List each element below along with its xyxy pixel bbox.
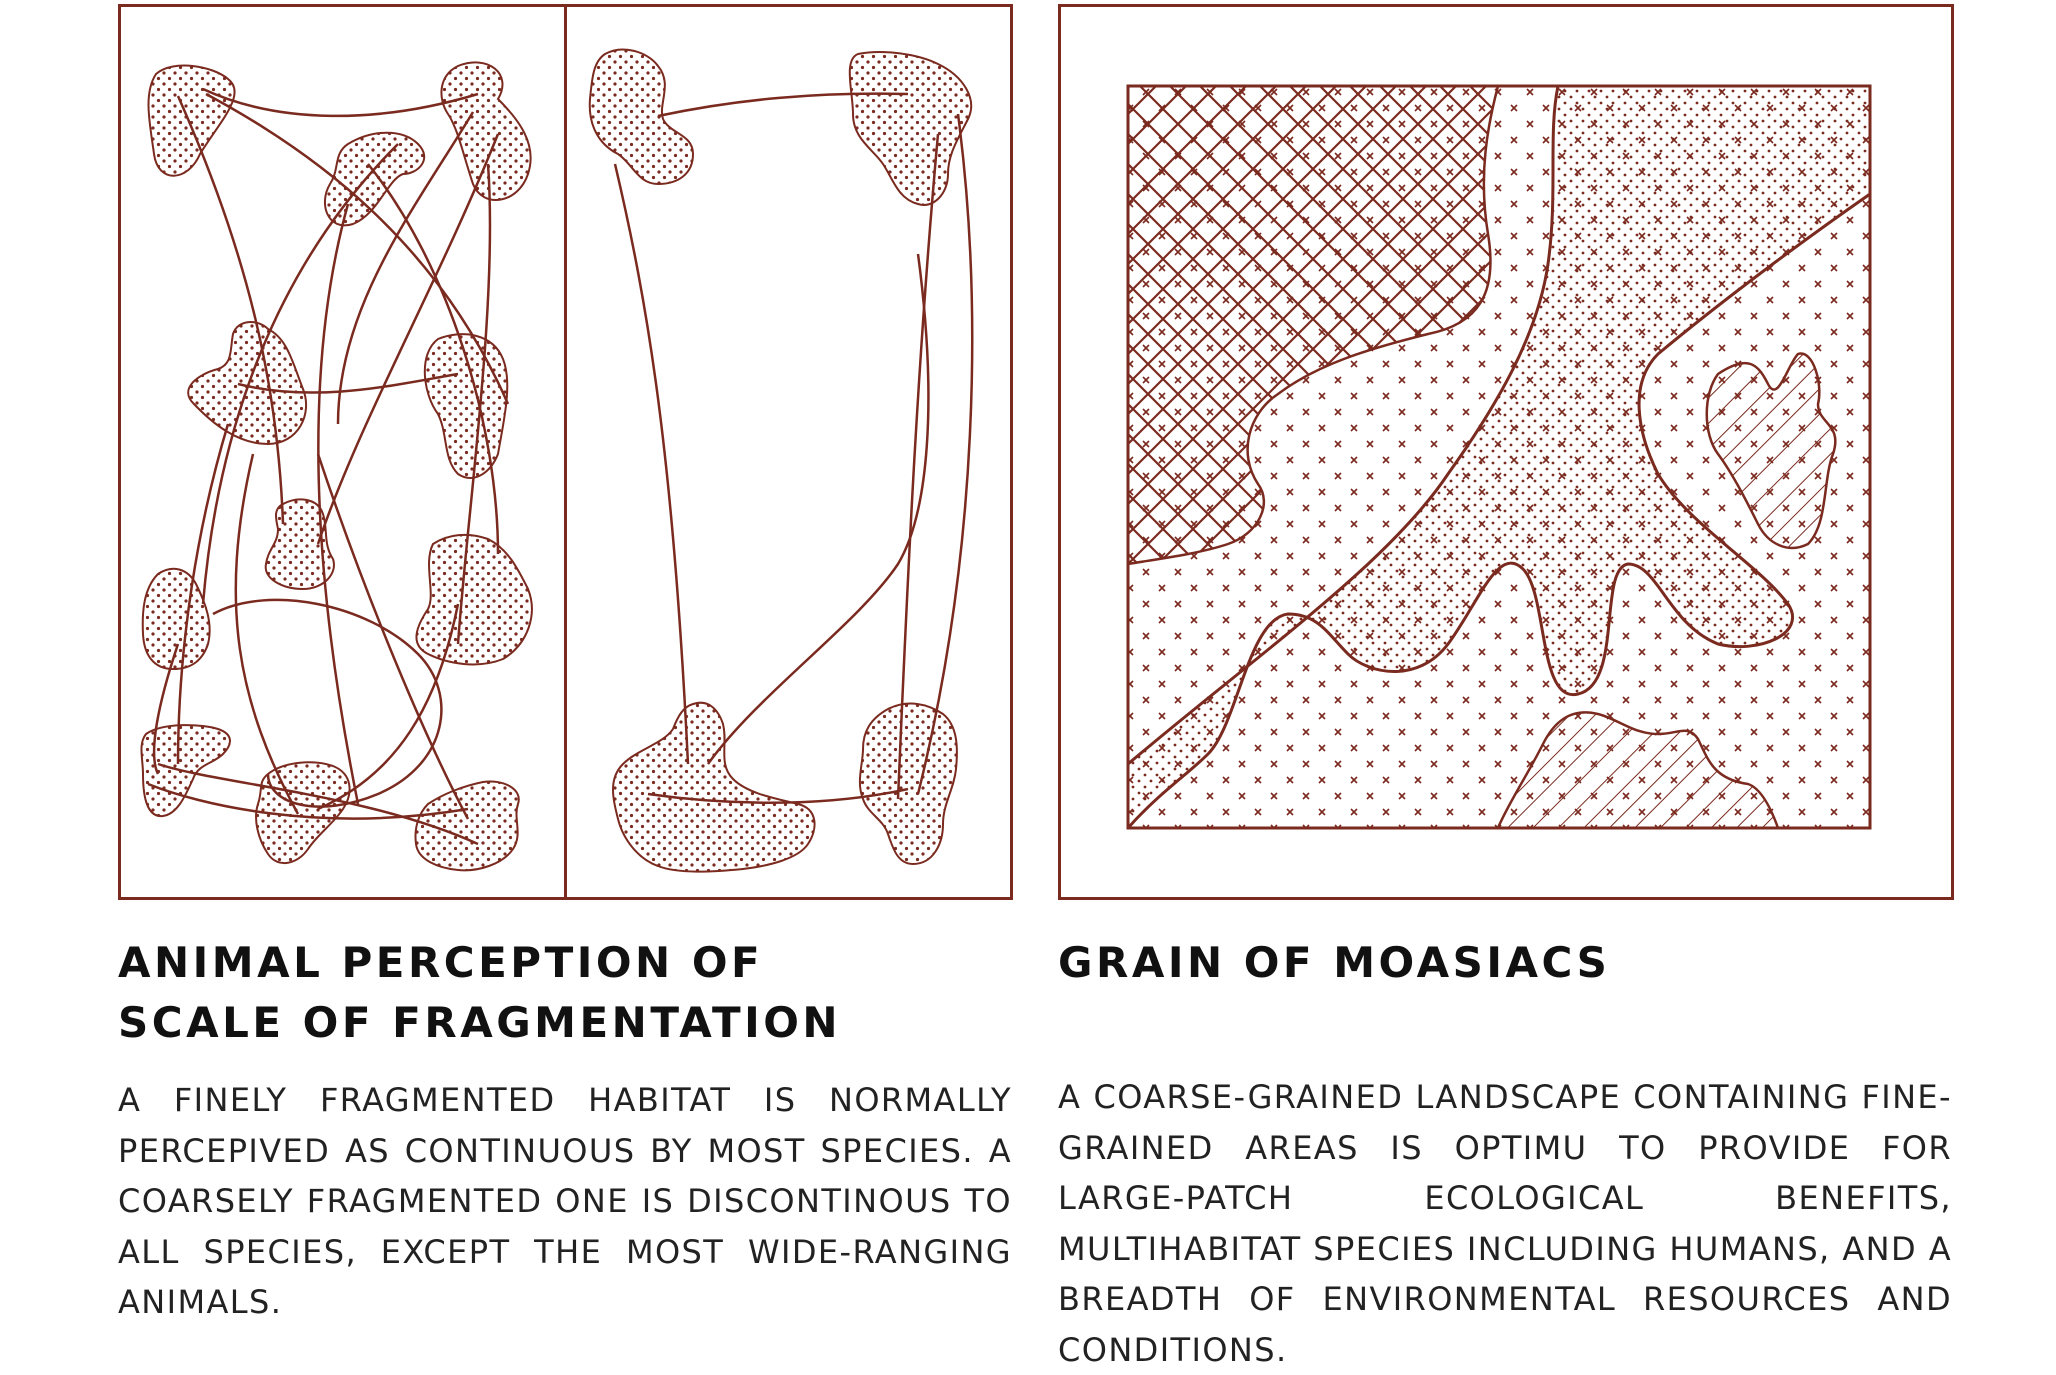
- dotted-corridor: [1128, 86, 1870, 828]
- coarse-movement-paths: [613, 92, 974, 804]
- crosshatched-patch: [1128, 86, 1500, 566]
- coarse-fragmentation-frame: [564, 4, 1013, 900]
- fragmentation-title: ANIMAL PERCEPTION OF SCALE OF FRAGMENTAT…: [118, 933, 1014, 1053]
- mosaic-title: GRAIN OF MOASIACS: [1058, 938, 1611, 987]
- mosaic-outer-frame: [1058, 4, 1954, 900]
- hatched-patch-bottom: [1496, 711, 1780, 828]
- mosaic-description: A COARSE-GRAINED LANDSCAPE CONTAINING FI…: [1058, 1078, 1952, 1369]
- fragmentation-title-line-2: SCALE OF FRAGMENTATION: [118, 998, 842, 1047]
- fine-habitat-patches: [140, 61, 533, 872]
- mosaic-inner-frame: [1126, 84, 1872, 830]
- hatched-patch-small: [1705, 352, 1837, 550]
- fine-movement-paths: [147, 87, 510, 846]
- fragmentation-diagram: [118, 4, 1013, 900]
- mosaic-landscape: [1128, 86, 1870, 828]
- coarse-habitat-patches: [588, 48, 973, 873]
- fragmentation-description: A FINELY FRAGMENTED HABITAT IS NORMALLY …: [118, 1081, 1012, 1321]
- fragmentation-title-line-1: ANIMAL PERCEPTION OF: [118, 938, 764, 987]
- mosaic-grain-diagram: [1058, 4, 1954, 900]
